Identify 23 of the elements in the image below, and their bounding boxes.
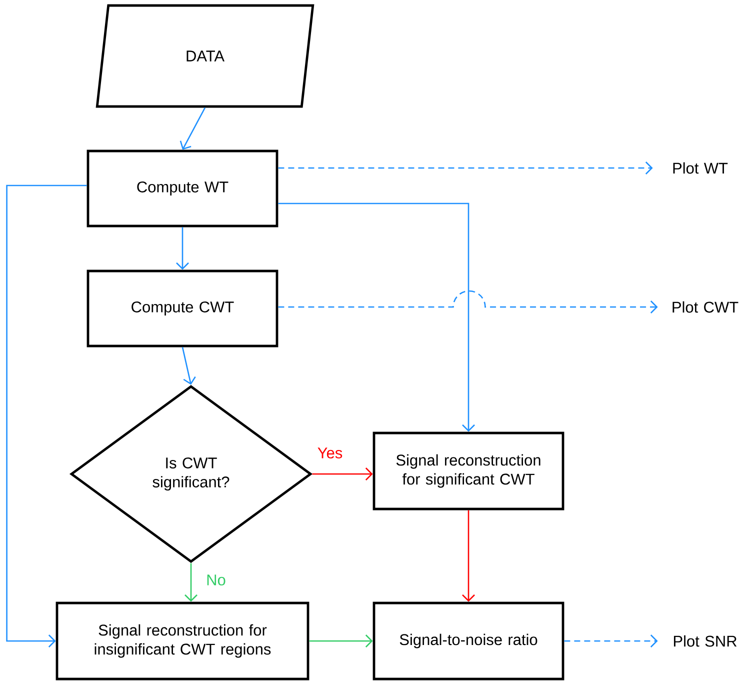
edge-label: Yes <box>316 446 344 460</box>
edge-label: No <box>205 574 227 586</box>
output-label: Plot CWT <box>672 301 738 313</box>
process-box: Signal reconstruction for insignificant CWT regions <box>56 602 310 680</box>
arrow <box>180 107 206 150</box>
process-box: Compute WT <box>86 150 278 228</box>
arrow <box>6 184 87 648</box>
arrow <box>278 202 475 432</box>
data-parallelogram: DATA <box>96 4 314 108</box>
arrow <box>462 510 475 602</box>
output-label: Plot WT <box>673 162 728 174</box>
output-label: Plot SNR <box>674 635 737 647</box>
arrow <box>278 162 653 174</box>
arrow <box>278 290 658 314</box>
arrow <box>184 563 198 602</box>
arrow <box>176 227 189 270</box>
process-box: Signal reconstruction for significant CWT <box>372 432 564 510</box>
arrow <box>309 634 373 648</box>
process-box: Compute CWT <box>86 270 278 348</box>
arrow <box>182 347 196 385</box>
process-box: Signal-to-noise ratio <box>372 602 564 680</box>
arrow <box>312 468 373 480</box>
arrow <box>564 634 658 648</box>
